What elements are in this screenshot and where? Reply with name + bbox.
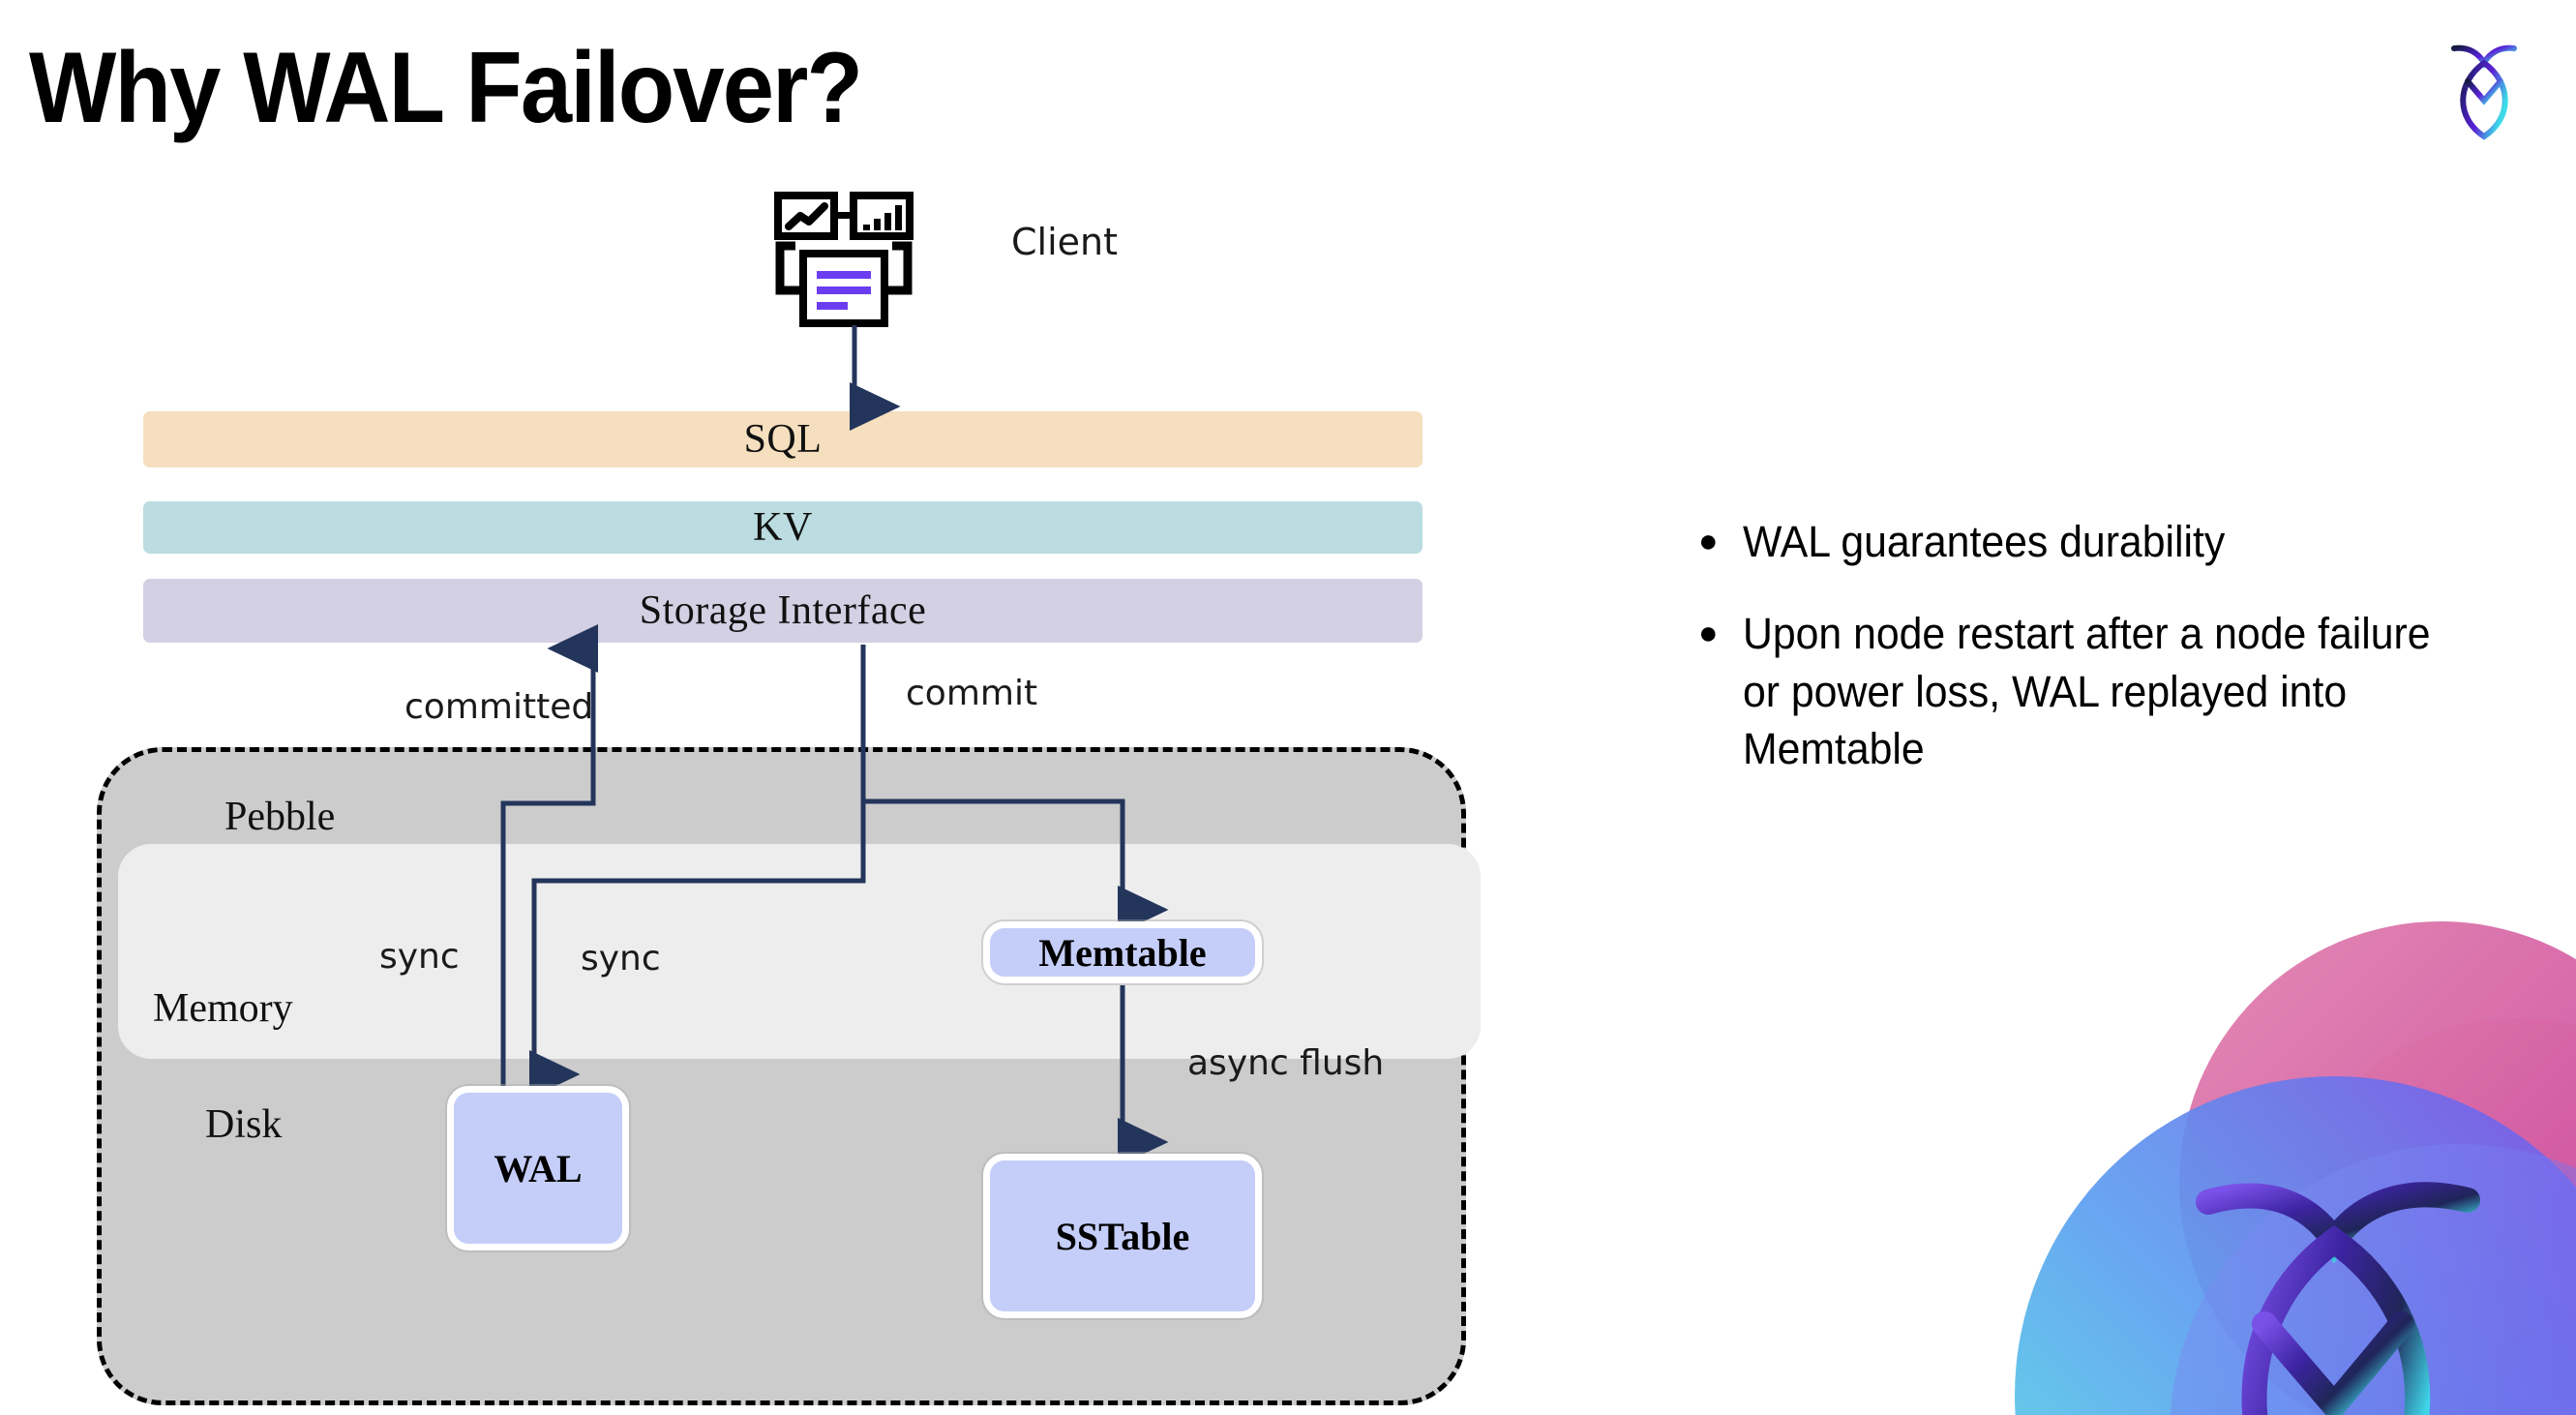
layer-bar-kv: KV — [143, 501, 1423, 554]
page-title: Why WAL Failover? — [29, 32, 863, 144]
edge-label-sync-right: sync — [581, 939, 661, 978]
component-label-sstable: SSTable — [1055, 1214, 1190, 1258]
list-item: ● Upon node restart after a node failure… — [1698, 605, 2511, 777]
layer-bar-sql: SQL — [143, 411, 1423, 467]
component-label-memtable: Memtable — [1038, 930, 1207, 975]
layer-bar-storage: Storage Interface — [143, 579, 1423, 643]
component-wal: WAL — [447, 1086, 629, 1250]
component-label-wal: WAL — [494, 1146, 583, 1190]
layer-label-kv: KV — [753, 505, 813, 550]
layer-label-storage: Storage Interface — [639, 588, 927, 633]
memory-label: Memory — [153, 986, 293, 1031]
bullet-text: Upon node restart after a node failure o… — [1743, 609, 2431, 774]
cockroachdb-logo — [2431, 27, 2537, 143]
bullet-marker-icon: ● — [1698, 615, 1719, 652]
edge-label-committed: committed — [404, 687, 594, 727]
edge-label-sync-left: sync — [379, 937, 460, 977]
bullet-text: WAL guarantees durability — [1743, 517, 2226, 566]
component-sstable: SSTable — [983, 1154, 1262, 1318]
edge-label-commit: commit — [906, 674, 1038, 713]
memory-region — [118, 844, 1481, 1059]
bullet-marker-icon: ● — [1698, 523, 1719, 559]
disk-label: Disk — [205, 1102, 283, 1147]
bullet-list: ● WAL guarantees durability ● Upon node … — [1698, 513, 2511, 813]
architecture-diagram: Client SQL KV Storage Interface Pebble M… — [97, 192, 1481, 1405]
cockroachdb-watermark — [1918, 892, 2576, 1415]
client-dashboard-icon — [774, 192, 927, 327]
client-label: Client — [1011, 221, 1119, 263]
pebble-label: Pebble — [225, 795, 336, 839]
component-memtable: Memtable — [983, 921, 1262, 983]
layer-label-sql: SQL — [743, 417, 823, 462]
edge-label-async-flush: async flush — [1187, 1043, 1385, 1083]
list-item: ● WAL guarantees durability — [1698, 513, 2511, 570]
